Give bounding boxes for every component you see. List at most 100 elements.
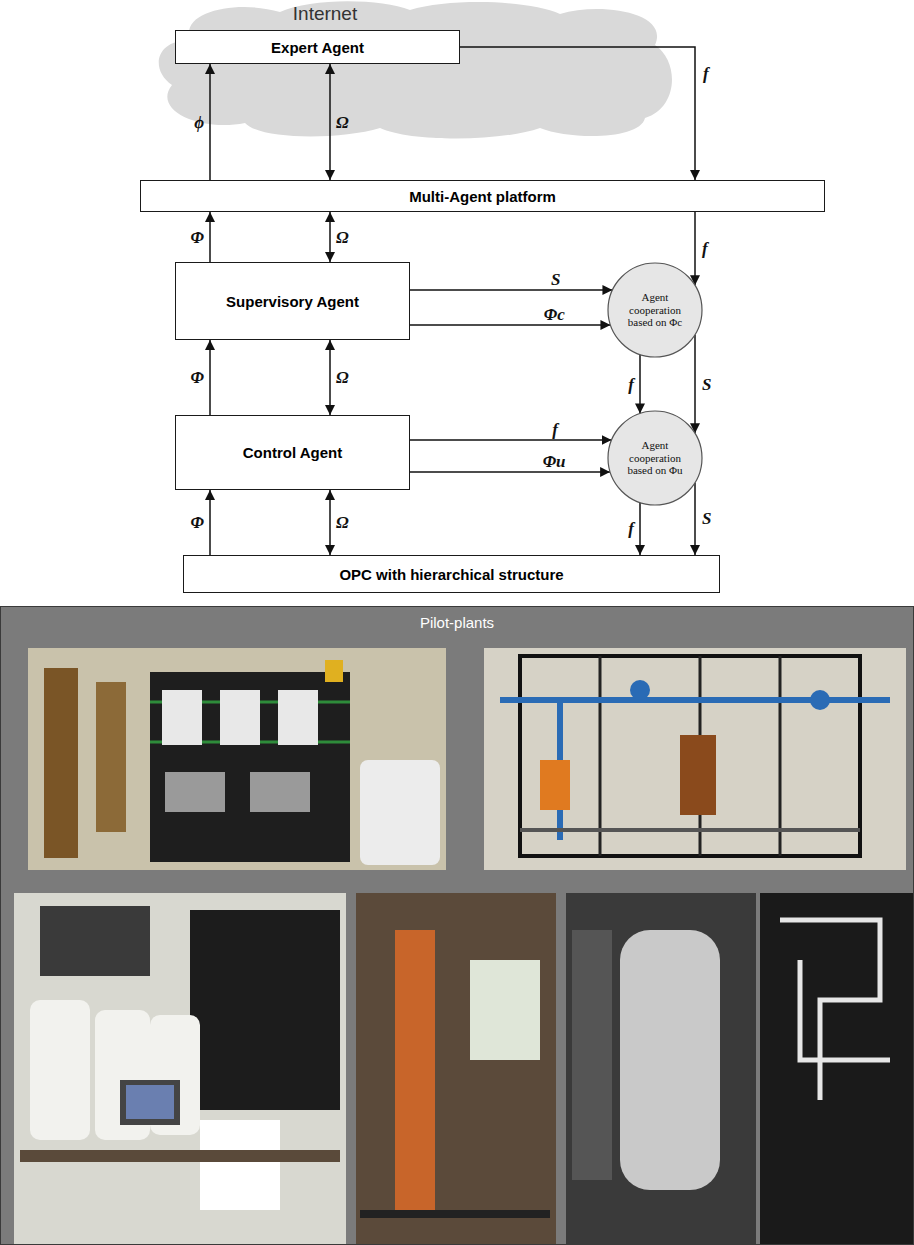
pilot-plants-panel: Pilot-plants	[0, 606, 914, 1245]
photo-reactor-columns	[28, 648, 446, 870]
photo-grey-vessel	[566, 893, 756, 1245]
signal-arrow	[209, 490, 211, 555]
photo-reactor-columns	[44, 668, 78, 858]
photo-reactor-columns	[220, 690, 260, 745]
photo-pipe-rig	[484, 648, 906, 870]
photo-reactor-columns	[325, 660, 343, 682]
signal-label: Ω	[336, 229, 349, 246]
photo-piping	[760, 893, 914, 1245]
photo-tank-room	[126, 1085, 174, 1119]
photo-orange-column	[356, 893, 556, 1245]
photo-grey-vessel	[620, 930, 720, 1190]
photo-grey-vessel	[572, 930, 612, 1180]
opc-band: OPC with hierarchical structure	[183, 555, 720, 593]
signal-label: Ω	[336, 514, 349, 531]
signal-arrow	[460, 47, 695, 180]
photo-tank-room	[20, 1150, 340, 1162]
photo-pipe-rig	[680, 735, 716, 815]
node-label: OPC with hierarchical structure	[331, 566, 571, 583]
photo-reactor-columns	[162, 690, 202, 745]
photo-orange-column	[395, 930, 435, 1210]
cloud-shape	[159, 1, 672, 138]
photo-orange-column	[470, 960, 540, 1060]
signal-arrow	[410, 471, 610, 473]
signal-label: f	[628, 520, 634, 537]
signal-arrow	[329, 212, 331, 262]
signal-label: f	[552, 421, 558, 438]
photo-reactor-columns	[278, 690, 318, 745]
panel-title: Pilot-plants	[1, 607, 913, 631]
signal-label: f	[702, 240, 708, 257]
photo-orange-column	[360, 1210, 550, 1218]
platform-band: Multi-Agent platform	[140, 180, 825, 212]
cooperation-circle: Agent cooperation based on Φc	[607, 262, 703, 358]
signal-arrow	[410, 324, 610, 326]
signal-label: Φc	[544, 306, 565, 323]
agent-box: Supervisory Agent	[175, 262, 410, 340]
photo-reactor-columns	[150, 672, 350, 862]
signal-label: Ω	[336, 114, 349, 131]
photo-pipe-rig	[600, 656, 780, 856]
agent-box: Control Agent	[175, 415, 410, 490]
cooperation-circle: Agent cooperation based on Φu	[607, 410, 703, 506]
node-label: Expert Agent	[263, 39, 372, 56]
panel-ground	[0, 606, 914, 1245]
node-label: Agent cooperation based on Φu	[619, 439, 691, 477]
photo-pipe-rig	[520, 656, 860, 856]
signal-arrow	[329, 340, 331, 415]
photo-pipe-rig	[484, 648, 906, 870]
photo-grey-vessel	[566, 893, 756, 1245]
circle-shape	[608, 411, 702, 505]
signal-label: S	[702, 510, 711, 527]
node-label: Supervisory Agent	[218, 293, 367, 310]
signal-arrow	[329, 490, 331, 555]
internet-cloud: InternetExpert Agent	[150, 0, 680, 142]
cloud-label: Internet	[245, 0, 405, 25]
signal-label: Φu	[543, 453, 566, 470]
photo-tank-room	[200, 1120, 280, 1210]
node-label: Multi-Agent platform	[401, 188, 564, 205]
photo-piping	[780, 920, 890, 1100]
signal-label: f	[703, 65, 709, 82]
signal-arrow	[209, 212, 211, 262]
photo-orange-column	[356, 893, 556, 1245]
signal-label: Φ	[191, 369, 204, 386]
photo-pipe-rig	[500, 700, 890, 840]
photo-pipe-rig	[630, 680, 650, 700]
node-label: Control Agent	[235, 444, 350, 461]
photo-reactor-columns	[165, 772, 225, 812]
signal-arrow	[329, 64, 331, 180]
signal-arrow	[209, 340, 211, 415]
photo-tank-room	[120, 1080, 180, 1125]
signal-arrow	[410, 439, 612, 441]
signal-label: Ω	[336, 369, 349, 386]
agent-box: Expert Agent	[175, 30, 460, 64]
photo-reactor-columns	[96, 682, 126, 832]
photo-pipe-rig	[540, 760, 570, 810]
photo-pipe-rig	[520, 828, 860, 832]
cloud-shape	[150, 0, 680, 142]
photo-tank-room	[40, 906, 150, 976]
signal-arrow	[694, 335, 696, 434]
photo-tank-room	[190, 910, 340, 1110]
photo-tank-room	[30, 1000, 90, 1140]
photo-reactor-columns	[250, 772, 310, 812]
signal-label: Φ	[191, 514, 204, 531]
signal-label: S	[551, 271, 560, 288]
signal-arrow	[209, 64, 211, 180]
circle-shape	[608, 263, 702, 357]
photo-tank-room	[14, 893, 346, 1245]
photo-reactor-columns	[28, 648, 446, 870]
signal-arrow	[694, 212, 696, 285]
photo-pipe-rig	[810, 690, 830, 710]
photo-piping	[760, 893, 914, 1245]
photo-reactor-columns	[360, 760, 440, 865]
signal-label: ϕ	[194, 114, 204, 131]
signal-label: f	[628, 376, 634, 393]
signal-arrow	[639, 503, 641, 555]
signal-arrow	[694, 483, 696, 555]
photo-tank-room	[14, 893, 346, 1245]
signal-label: Φ	[191, 229, 204, 246]
signal-arrow	[410, 289, 612, 291]
signal-label: S	[702, 376, 711, 393]
